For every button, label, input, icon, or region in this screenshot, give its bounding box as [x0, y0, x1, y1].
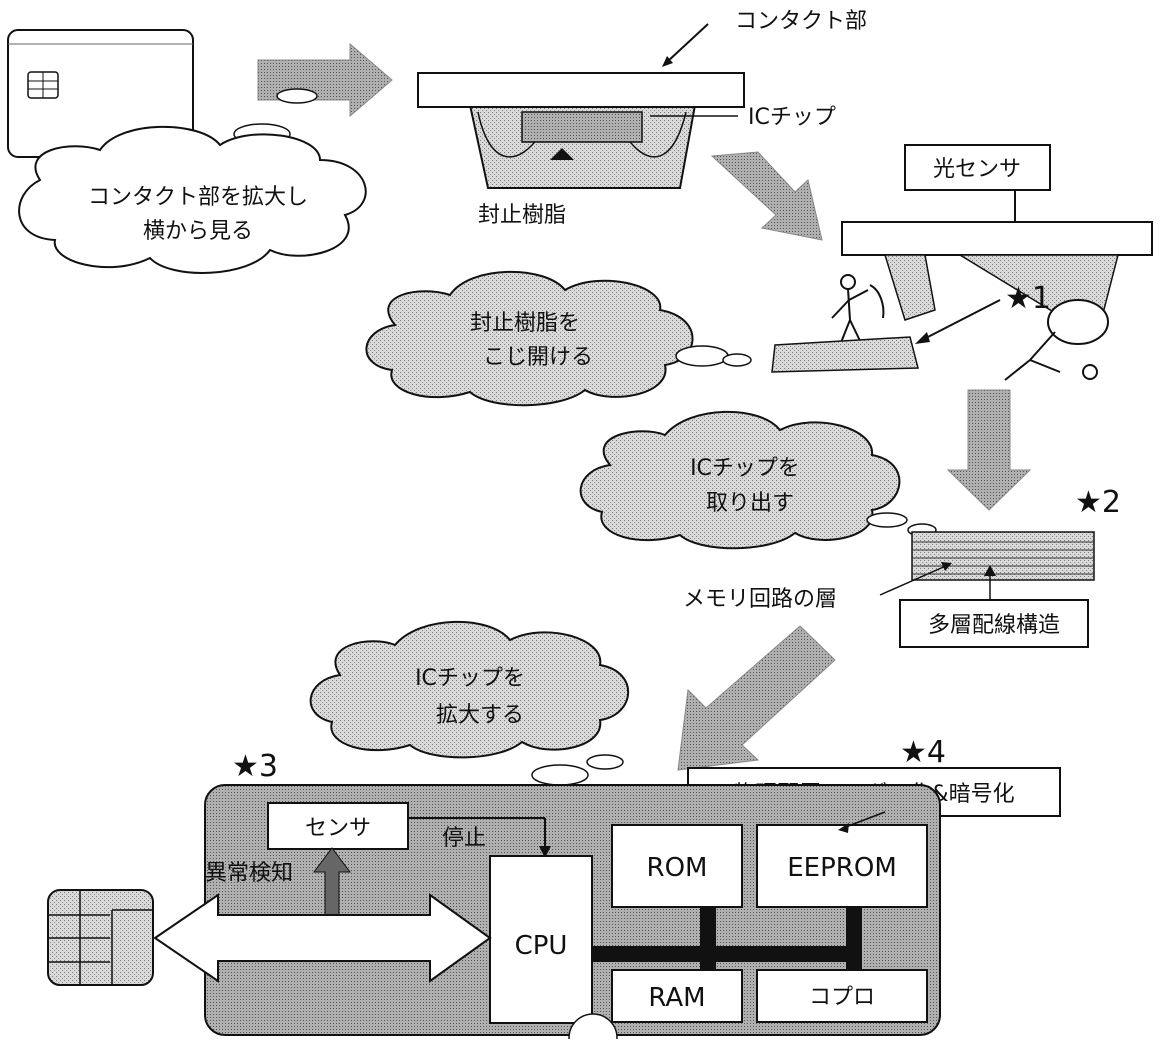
- card-chip-icon: [27, 71, 59, 99]
- magnifier-person-icon: [1004, 299, 1109, 381]
- ic-chip-block: [521, 111, 643, 143]
- label-sealing-resin: 封止樹脂: [478, 203, 566, 228]
- cloud-pry-line1: 封止樹脂を: [470, 311, 580, 336]
- cloud-extract-line1: ICチップを: [690, 456, 800, 481]
- cloud-zoom-line1: コンタクト部を拡大し: [88, 185, 308, 210]
- thought-bubble: [531, 764, 589, 786]
- pointer-triangle: [550, 148, 574, 160]
- label-ic-chip: ICチップ: [748, 105, 836, 130]
- thought-bubble: [276, 88, 318, 104]
- label-anomaly-detect: 異常検知: [205, 861, 293, 886]
- cloud-extract-line2: 取り出す: [706, 491, 794, 516]
- ic-card: [7, 29, 194, 158]
- block-ram: RAM: [648, 983, 705, 1013]
- star-3: ★3: [232, 749, 278, 784]
- block-rom: ROM: [647, 853, 708, 883]
- label-light-sensor: 光センサ: [933, 157, 1021, 182]
- chip-block-diagram: センサ 停止 異常検知 CPU ROM EEPROM RAM コプロ: [204, 784, 941, 1043]
- arrow-right-1: [257, 42, 393, 118]
- star-2: ★2: [1075, 485, 1121, 520]
- block-eeprom: EEPROM: [787, 853, 897, 883]
- resin-fragment: [771, 336, 919, 373]
- contact-plate-open: [841, 221, 1153, 256]
- block-sensor: センサ: [305, 816, 371, 841]
- label-multilayer-wiring: 多層配線構造: [928, 613, 1060, 638]
- multilayer-chip: [911, 531, 1095, 581]
- contact-cross-section: [417, 72, 745, 189]
- bus-horizontal: [592, 946, 857, 962]
- arrow-diagonal-1: [710, 151, 823, 241]
- label-contact-part: コンタクト部: [735, 9, 867, 34]
- cloud-zoom-line2: 横から見る: [143, 219, 253, 244]
- thought-bubble: [586, 754, 624, 770]
- cloud-magnify-chip: ICチップを 拡大する: [309, 620, 630, 759]
- cloud-magnify-line2: 拡大する: [436, 703, 524, 728]
- block-coprocessor: コプロ: [809, 985, 875, 1010]
- cloud-zoom-contact: コンタクト部を拡大し 横から見る: [18, 125, 367, 274]
- thought-bubble: [722, 353, 752, 367]
- cloud-pry-line2: こじ開ける: [483, 345, 593, 370]
- block-cpu: CPU: [515, 931, 568, 961]
- cloud-pry-resin: 封止樹脂を こじ開ける: [365, 270, 694, 407]
- label-memory-layer: メモリ回路の層: [683, 587, 837, 612]
- star-4: ★4: [900, 735, 946, 770]
- person-pickaxe-icon: [831, 274, 885, 346]
- cloud-magnify-line1: ICチップを: [415, 666, 525, 691]
- arrow-io-double: [153, 893, 492, 983]
- arrow-diagonal-2: [677, 625, 836, 771]
- light-sensor-section: 光センサ: [841, 144, 1153, 326]
- arrow-down-1: [946, 389, 1032, 511]
- cloud-extract-chip: ICチップを 取り出す: [579, 410, 901, 550]
- contact-plate: [417, 72, 745, 108]
- star-1: ★1: [1005, 281, 1051, 316]
- label-stop: 停止: [442, 826, 486, 851]
- thought-bubble: [866, 512, 908, 528]
- contact-pad-icon: [47, 889, 154, 986]
- thought-bubble: [675, 345, 729, 367]
